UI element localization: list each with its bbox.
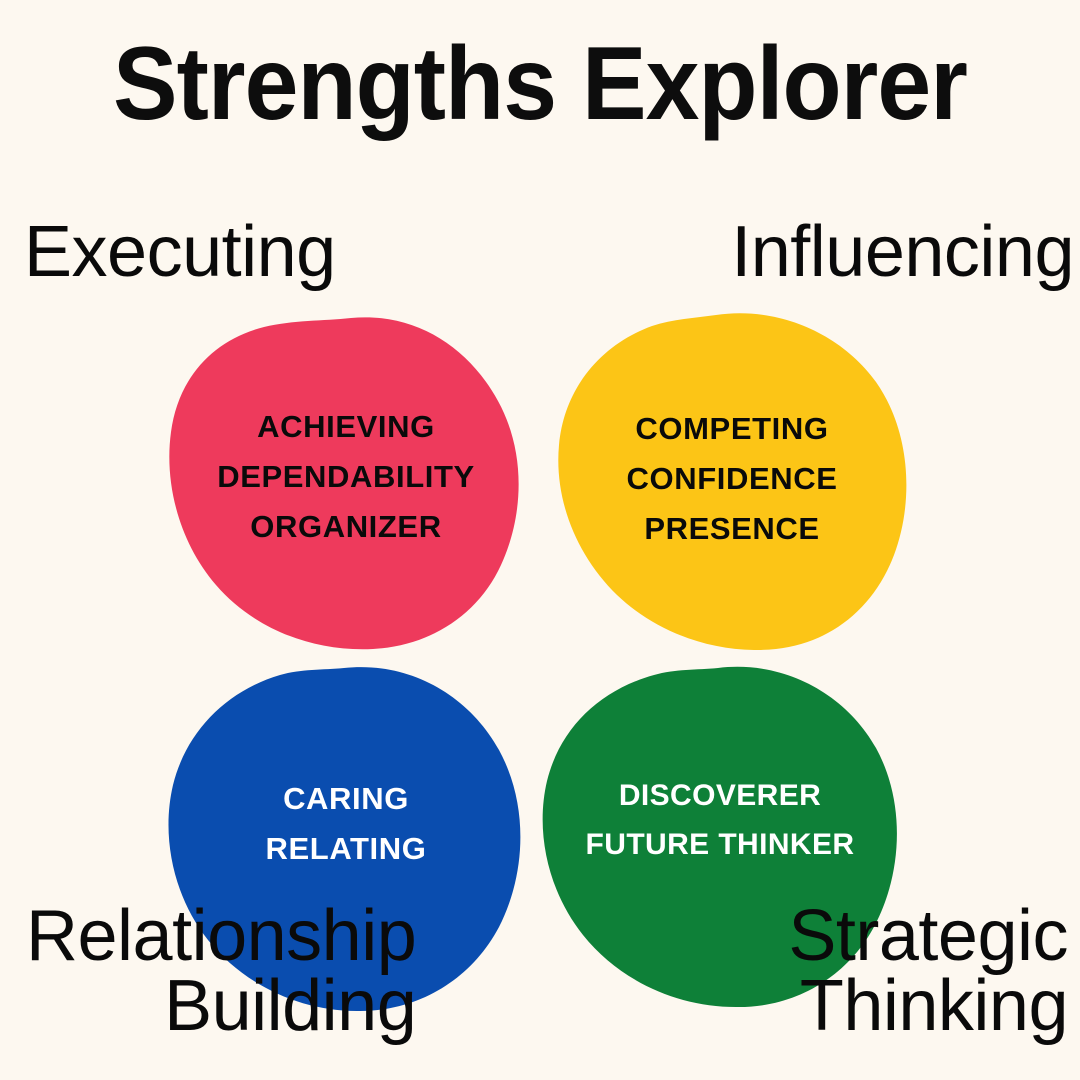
- blob-path-strategic-thinking: [542, 666, 897, 1008]
- blob-path-influencing: [558, 313, 907, 650]
- blob-shape-strategic-thinking: [542, 666, 897, 1008]
- blob-path-relationship-building: [168, 667, 521, 1012]
- blob-shape-influencing: [558, 313, 907, 650]
- domain-label-relationship-building: Relationship Building: [26, 896, 417, 1046]
- domain-label-strategic-thinking: Strategic Thinking: [788, 896, 1068, 1046]
- blob-shape-relationship-building: [168, 667, 521, 1012]
- blob-path-executing: [169, 317, 519, 650]
- page-title: Strengths Explorer: [113, 26, 968, 142]
- domain-blob-executing[interactable]: ACHIEVING DEPENDABILITY ORGANIZER: [168, 316, 524, 650]
- domain-label-executing: Executing: [24, 212, 336, 292]
- domain-blob-influencing[interactable]: COMPETING CONFIDENCE PRESENCE: [554, 312, 910, 650]
- blob-shape-executing: [169, 317, 519, 650]
- domain-label-influencing: Influencing: [731, 212, 1074, 292]
